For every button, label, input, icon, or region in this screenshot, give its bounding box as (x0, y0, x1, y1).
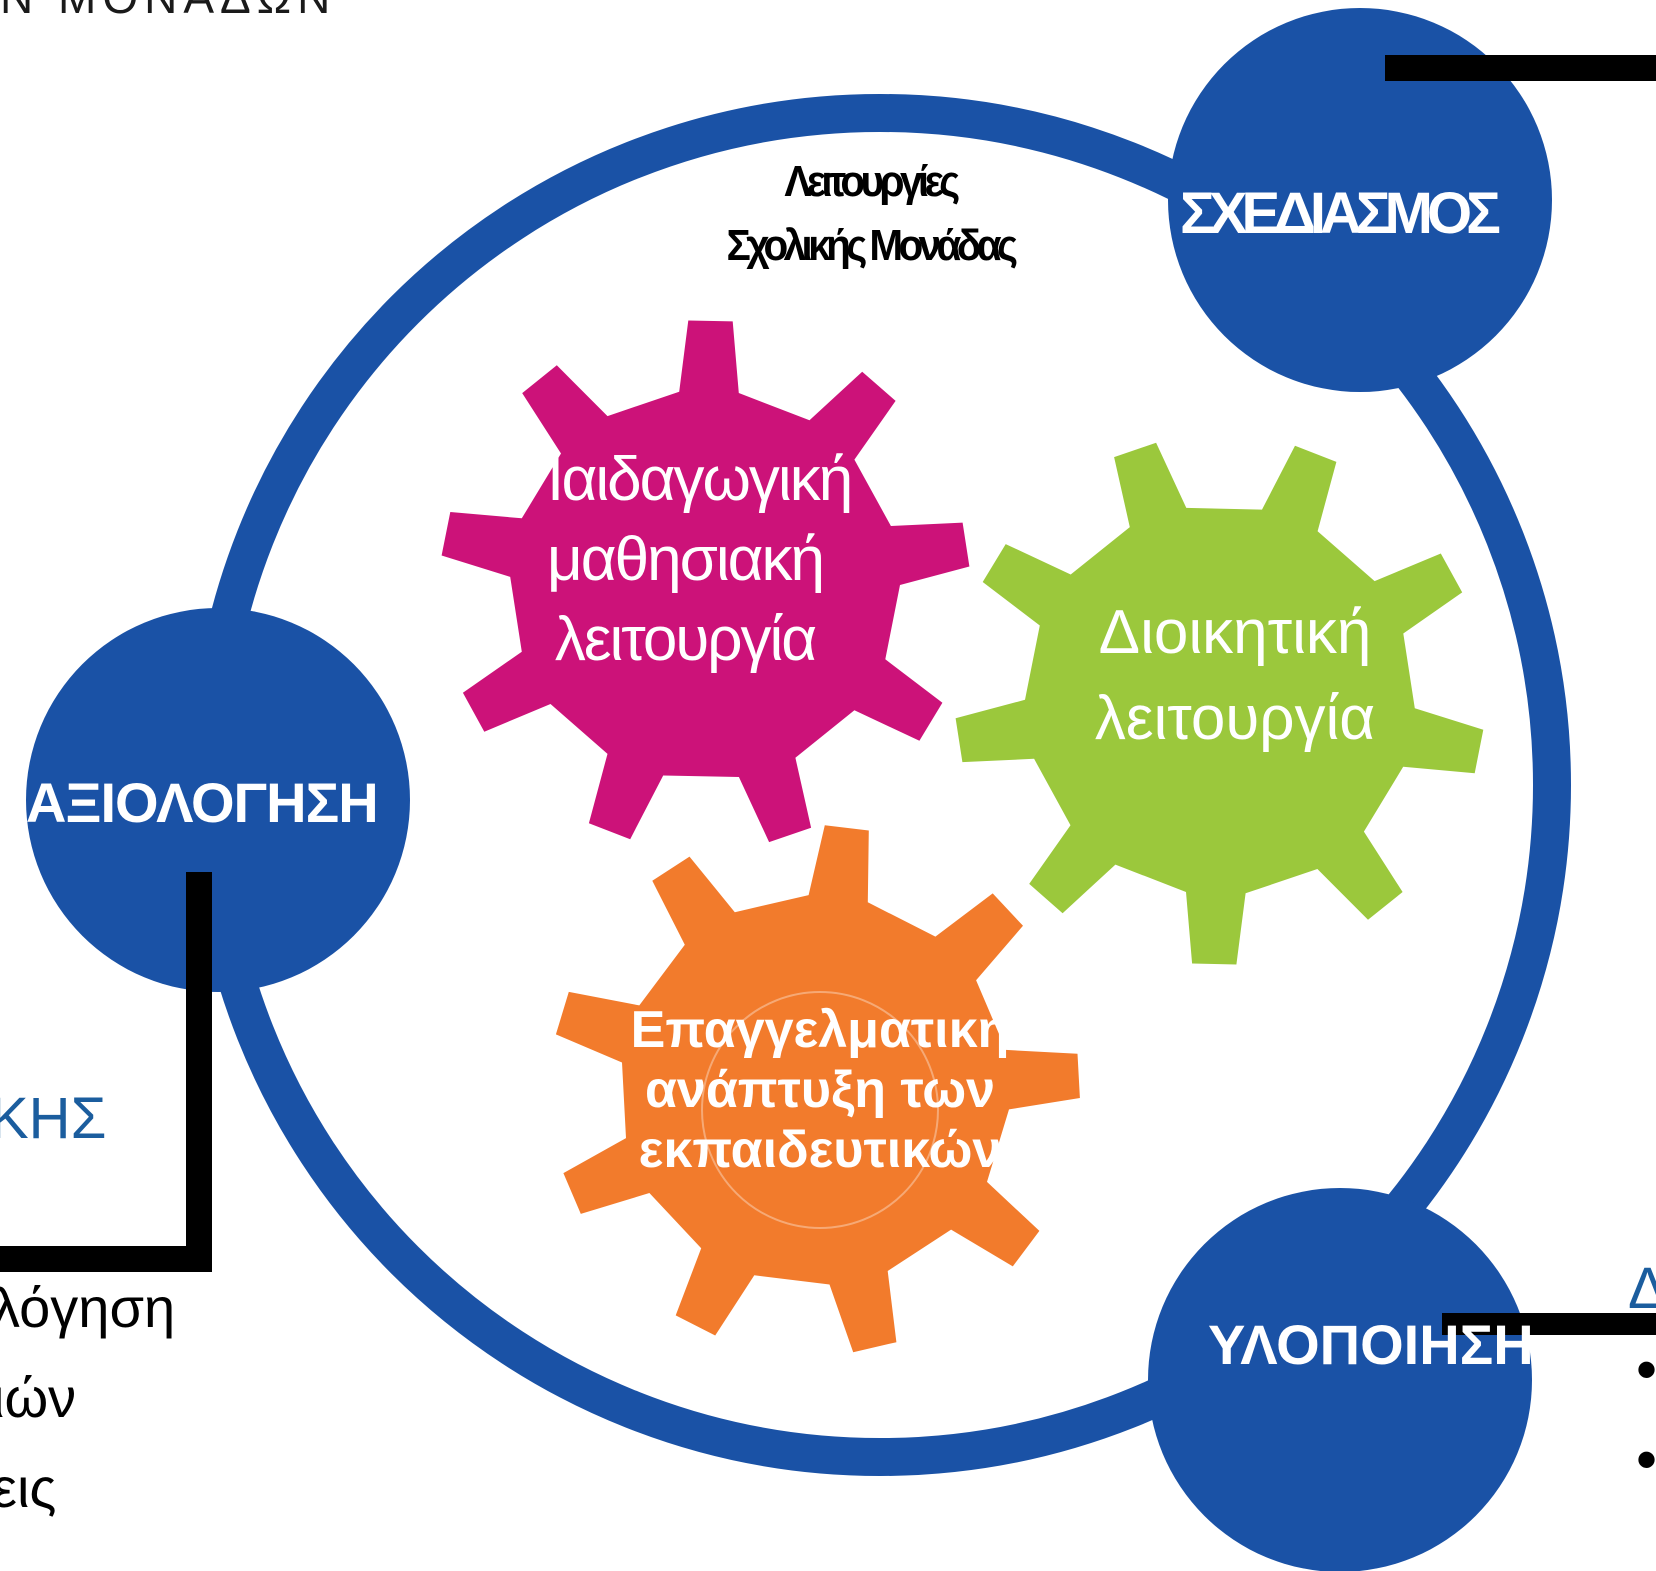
connector-evaluation (0, 872, 212, 1272)
gear-professional-label: Επαγγελματική ανάπτυξη των εκπαιδευτικών (590, 1000, 1050, 1180)
gear-professional-line-2: ανάπτυξη των (644, 1061, 996, 1119)
gear-administrative-line-2: λειτουργία (1094, 684, 1376, 753)
node-implementation-circle (1148, 1188, 1532, 1571)
left-line-1: λόγηση (0, 1276, 176, 1339)
node-implementation-label: ΥΛΟΠΟΙΗΣΗ (1208, 1313, 1534, 1376)
gear-pedagogical-line-1: Παιδαγωγική (518, 445, 853, 514)
right-bullet-1: • (1636, 1336, 1656, 1403)
left-line-2: ιών (0, 1366, 77, 1429)
gear-administrative-line-1: Διοικητική (1098, 598, 1372, 667)
node-planning-circle (1168, 8, 1552, 392)
gear-pedagogical-label: Παιδαγωγική μαθησιακή λειτουργία (470, 440, 900, 680)
center-title: Λειτουργίες Σχολικής Μονάδας (658, 150, 1081, 278)
right-bullet-2: • (1636, 1426, 1656, 1493)
center-title-line-1: Λειτουργίες (784, 157, 960, 206)
gear-icon (441, 320, 970, 843)
gear-pedagogical-line-2: μαθησιακή (547, 525, 825, 594)
left-heading-fragment: ΚΗΣ (0, 1086, 107, 1151)
connector-planning (1385, 55, 1656, 81)
connector-implementation (1442, 1313, 1656, 1335)
left-line-3: εις (0, 1456, 57, 1519)
node-evaluation-circle (26, 608, 410, 992)
node-planning-label: ΣΧΕΔΙΑΣΜΟΣ (1180, 181, 1501, 246)
gear-administrative-label: Διοικητική λειτουργία (1050, 590, 1420, 762)
top-cut-title: Ν ΜΟΝΑΔΩΝ (0, 0, 336, 24)
gear-professional-line-1: Επαγγελματική (630, 1001, 1010, 1059)
gear-inner-ring (701, 991, 939, 1229)
gear-professional-line-3: εκπαιδευτικών (638, 1121, 1002, 1179)
gear-icon (955, 442, 1484, 965)
right-heading-fragment: Δ (1628, 1256, 1656, 1321)
node-evaluation-label: ΑΞΙΟΛΟΓΗΣΗ (26, 771, 379, 834)
center-title-line-2: Σχολικής Μονάδας (726, 221, 1019, 270)
gear-pedagogical-line-3: λειτουργία (554, 605, 817, 674)
gear-icon (555, 825, 1080, 1353)
